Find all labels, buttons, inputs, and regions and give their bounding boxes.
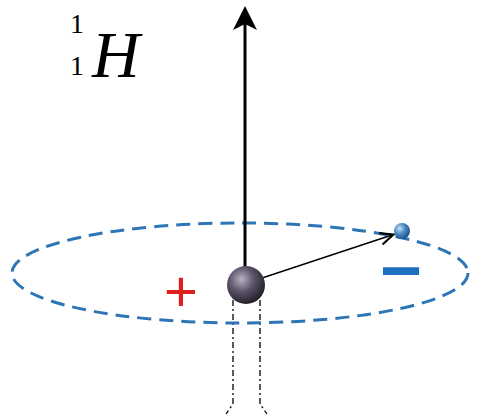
positive-charge: + xyxy=(164,262,198,320)
mass-number: 1 xyxy=(70,10,84,38)
axis-lines xyxy=(226,300,267,414)
element-symbol: H xyxy=(92,22,140,88)
electron-orbit xyxy=(12,223,468,323)
atomic-number: 1 xyxy=(70,52,84,80)
nucleus xyxy=(227,266,265,304)
spin-arrow xyxy=(244,12,247,282)
negative-charge: − xyxy=(380,234,422,306)
radius-arrow xyxy=(250,235,392,282)
